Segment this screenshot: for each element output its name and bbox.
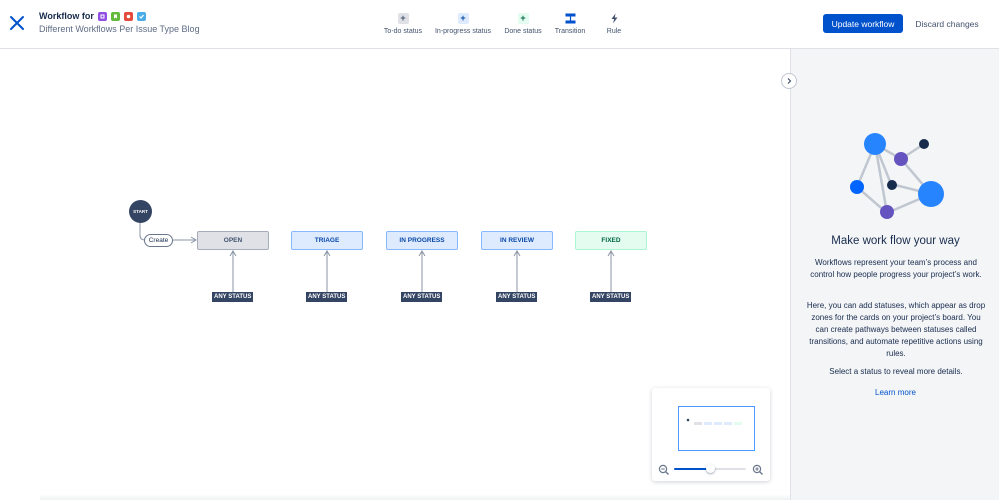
add-done-status-button[interactable]: + Done status [502, 13, 544, 35]
any-status-transition-open[interactable]: ANY STATUS [212, 292, 254, 302]
plus-icon: + [517, 13, 529, 24]
panel-description-1: Workflows represent your team’s process … [810, 258, 982, 279]
transition-icon [565, 13, 576, 24]
close-icon [10, 16, 24, 30]
panel-title: Make work flow your way [831, 235, 960, 247]
task-icon [136, 11, 146, 21]
add-inprogress-status-button[interactable]: + In-progress status [432, 13, 494, 35]
zoom-slider[interactable] [674, 464, 746, 473]
plus-icon: + [457, 13, 469, 24]
zoom-in-icon [752, 464, 763, 475]
minimap[interactable] [652, 388, 770, 481]
workflow-canvas[interactable]: START Create OPEN TRIAGE IN PROGRESS IN … [0, 49, 790, 500]
minimap-preview [686, 418, 742, 425]
tool-label: Done status [504, 28, 542, 35]
tool-label: Rule [606, 28, 622, 35]
zoom-in-button[interactable] [752, 463, 764, 475]
chevron-right-icon [787, 78, 792, 84]
minimap-viewport[interactable] [678, 406, 755, 451]
status-triage[interactable]: TRIAGE [291, 231, 363, 250]
collapse-panel-button[interactable] [781, 73, 797, 89]
start-node: START [129, 200, 152, 223]
project-name: Different Workflows Per Issue Type Blog [39, 24, 200, 34]
zoom-out-icon [658, 464, 669, 475]
details-panel: Make work flow your way Workflows repres… [790, 49, 999, 500]
page-title: Workflow for [39, 11, 94, 21]
zoom-out-button[interactable] [658, 463, 670, 475]
add-todo-status-button[interactable]: + To-do status [381, 13, 425, 35]
tool-label: To-do status [383, 28, 423, 35]
status-open[interactable]: OPEN [197, 231, 269, 250]
status-in-progress[interactable]: IN PROGRESS [386, 231, 458, 250]
status-in-review[interactable]: IN REVIEW [481, 231, 553, 250]
status-fixed[interactable]: FIXED [575, 231, 647, 250]
plus-icon: + [397, 13, 409, 24]
discard-changes-button[interactable]: Discard changes [915, 18, 979, 29]
any-status-transition-triage[interactable]: ANY STATUS [306, 292, 348, 302]
tool-label: Transition [554, 28, 586, 35]
transition-lines [139, 223, 615, 292]
any-status-transition-fixed[interactable]: ANY STATUS [590, 292, 632, 302]
workflow-illustration [850, 133, 944, 219]
close-button[interactable] [6, 12, 28, 34]
update-workflow-button[interactable]: Update workflow [823, 14, 903, 33]
story-icon [110, 11, 120, 21]
panel-description-2: Here, you can add statuses, which appear… [806, 301, 986, 358]
workflow-title-row: Workflow for [39, 11, 146, 21]
lightning-icon [609, 13, 620, 24]
subtask-icon [97, 11, 107, 21]
add-rule-button[interactable]: Rule [602, 13, 626, 35]
zoom-slider-handle[interactable] [705, 464, 715, 473]
canvas-shadow [40, 494, 790, 500]
workflow-header: Workflow for Different Workflows Per Iss… [0, 0, 999, 49]
add-transition-button[interactable]: Transition [552, 13, 588, 35]
any-status-transition-in-progress[interactable]: ANY STATUS [401, 292, 443, 302]
panel-description-3: Select a status to reveal more details. [829, 367, 963, 376]
any-status-transition-in-review[interactable]: ANY STATUS [496, 292, 538, 302]
create-transition[interactable]: Create [144, 234, 173, 247]
tool-label: In-progress status [434, 28, 492, 35]
bug-icon [123, 11, 133, 21]
learn-more-link[interactable]: Learn more [875, 388, 916, 397]
